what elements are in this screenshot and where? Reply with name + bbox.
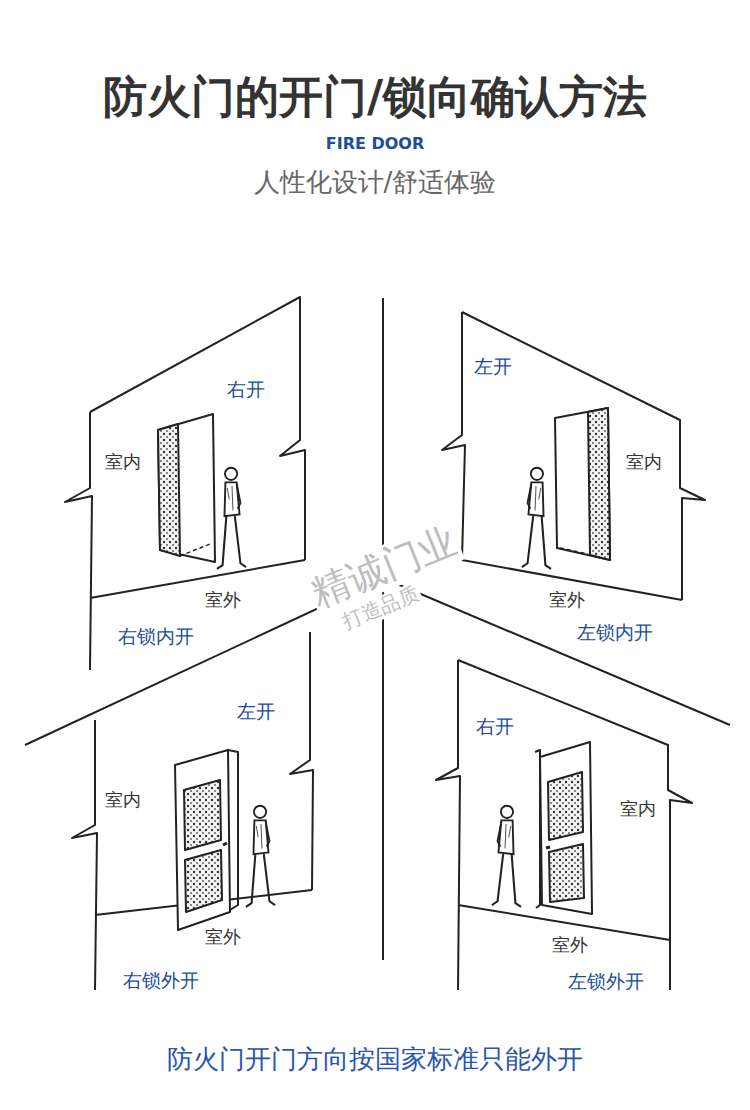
lock-label: 右锁外开 bbox=[121, 970, 201, 992]
subtitle-en: FIRE DOOR bbox=[326, 135, 425, 153]
page-title: 防火门的开门/锁向确认方法 bbox=[103, 72, 647, 123]
direction-label: 左开 bbox=[235, 701, 277, 723]
direction-label: 右开 bbox=[225, 379, 267, 401]
room-label: 室内 bbox=[103, 790, 143, 811]
footer-caption: 防火门开门方向按国家标准只能外开 bbox=[167, 1045, 583, 1075]
direction-label: 右开 bbox=[474, 716, 516, 738]
subtitle: 人性化设计/舒适体验 bbox=[254, 168, 497, 198]
room-label: 室内 bbox=[103, 452, 143, 473]
room-label: 室内 bbox=[624, 452, 664, 473]
lock-label: 左锁外开 bbox=[566, 971, 646, 993]
lock-label: 左锁内开 bbox=[575, 622, 655, 644]
room-label: 室外 bbox=[547, 590, 587, 611]
room-label: 室外 bbox=[203, 590, 243, 611]
direction-label: 左开 bbox=[472, 356, 514, 378]
lock-label: 右锁内开 bbox=[116, 626, 196, 648]
room-label: 室内 bbox=[618, 799, 658, 820]
room-label: 室外 bbox=[203, 927, 243, 948]
room-label: 室外 bbox=[550, 935, 590, 956]
